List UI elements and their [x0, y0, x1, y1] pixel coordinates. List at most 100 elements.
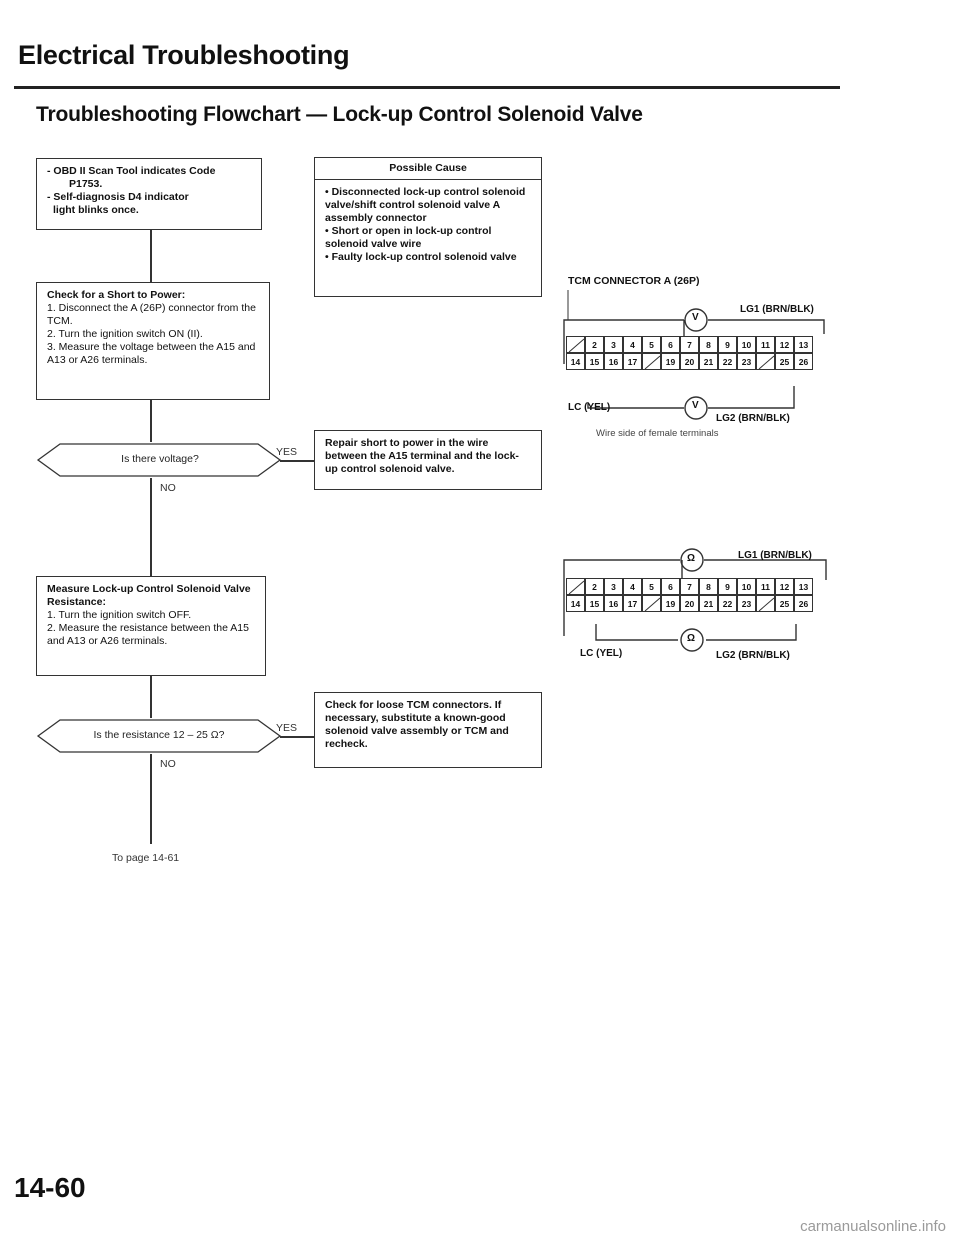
connector-1-pin: 8 [699, 336, 718, 353]
connector-1-pin: 25 [775, 353, 794, 370]
page-title: Electrical Troubleshooting [18, 40, 350, 70]
connector-2-pin: 8 [699, 578, 718, 595]
connector-1-pin: 11 [756, 336, 775, 353]
repair-text: Repair short to power in the wire betwee… [325, 437, 519, 475]
cause-item-2: • Short or open in lock-up control solen… [325, 225, 492, 250]
connector-1-pin: 22 [718, 353, 737, 370]
connector-1-pin: 17 [623, 353, 642, 370]
tcm-check-text: Check for loose TCM connectors. If neces… [325, 699, 509, 750]
connector-2-pin: 14 [566, 595, 585, 612]
repair-box: Repair short to power in the wire betwee… [314, 430, 542, 490]
connector-1-pin [756, 353, 775, 370]
connector-2-pin [642, 595, 661, 612]
connector-1-pin: 5 [642, 336, 661, 353]
connector-2-pin: 19 [661, 595, 680, 612]
connector-1-lg1: LG1 (BRN/BLK) [740, 304, 814, 315]
connector-2-pin: 5 [642, 578, 661, 595]
decision-1-text: Is there voltage? [121, 453, 199, 465]
connector-1-diagram [563, 290, 825, 420]
tcm-check-box: Check for loose TCM connectors. If neces… [314, 692, 542, 768]
connector-1-pin: 4 [623, 336, 642, 353]
connector-1-pin: 10 [737, 336, 756, 353]
connector-1-pin: 21 [699, 353, 718, 370]
connector-2-pin: 2 [585, 578, 604, 595]
possible-cause-heading: Possible Cause [315, 158, 541, 180]
connector-2-lg2: LG2 (BRN/BLK) [716, 650, 790, 661]
connector-1-pin: 23 [737, 353, 756, 370]
connector-1-meter-2: V [692, 400, 699, 411]
connector-2-pin [566, 578, 585, 595]
decision-1-yes: YES [276, 446, 298, 458]
short-check-title: Check for a Short to Power: [47, 289, 186, 301]
decision-2-yes-line [280, 736, 314, 738]
connector-2-lc: LC (YEL) [580, 648, 623, 659]
connector-1-pin: 20 [680, 353, 699, 370]
connector-1-pin: 13 [794, 336, 813, 353]
connector-2-pin: 4 [623, 578, 642, 595]
page-subtitle: Troubleshooting Flowchart — Lock-up Cont… [36, 103, 643, 126]
connector-2-pin: 11 [756, 578, 775, 595]
start-line-1: - OBD II Scan Tool indicates Code [47, 165, 216, 177]
connector-2-pin: 12 [775, 578, 794, 595]
flow-line-2 [150, 400, 152, 442]
connector-2-pin: 3 [604, 578, 623, 595]
connector-2-pin: 16 [604, 595, 623, 612]
connector-2-pin: 21 [699, 595, 718, 612]
connector-1-lc: LC (YEL) [568, 402, 611, 413]
decision-1-yes-line [280, 460, 314, 462]
possible-cause-box: Possible Cause • Disconnected lock-up co… [314, 157, 542, 297]
connector-2-pin: 7 [680, 578, 699, 595]
page-number: 14-60 [14, 1172, 86, 1203]
short-check-box: Check for a Short to Power: 1. Disconnec… [36, 282, 270, 400]
connector-1-meter: V [692, 312, 699, 323]
connector-2-pin: 9 [718, 578, 737, 595]
connector-1-pin: 3 [604, 336, 623, 353]
flow-line-4 [150, 676, 152, 718]
decision-2-no: NO [160, 758, 176, 770]
connector-1-pin: 6 [661, 336, 680, 353]
resistance-check-box: Measure Lock-up Control Solenoid Valve R… [36, 576, 266, 676]
connector-2-meter: Ω [687, 553, 696, 564]
connector-2-pin: 23 [737, 595, 756, 612]
decision-2-yes: YES [276, 722, 298, 734]
connector-1-pin: 26 [794, 353, 813, 370]
connector-1-caption: Wire side of female terminals [596, 428, 719, 439]
decision-1-no: NO [160, 482, 176, 494]
connector-2-pin: 15 [585, 595, 604, 612]
connector-1-pin [642, 353, 661, 370]
start-line-2: P1753. [69, 178, 103, 190]
connector-1-lg2: LG2 (BRN/BLK) [716, 413, 790, 424]
connector-1-pin: 12 [775, 336, 794, 353]
to-page-label: To page 14-61 [112, 852, 180, 864]
resistance-check-title: Measure Lock-up Control Solenoid Valve R… [47, 583, 251, 608]
connector-1-pin: 14 [566, 353, 585, 370]
connector-2-pin: 20 [680, 595, 699, 612]
resistance-step-2: 2. Measure the resistance between the A1… [47, 622, 249, 647]
connector-1-pin [566, 336, 585, 353]
connector-2-diagram [563, 548, 827, 652]
title-rule [14, 86, 840, 89]
connector-1-title: TCM CONNECTOR A (26P) [568, 275, 700, 287]
cause-item-1: • Disconnected lock-up control solenoid … [325, 186, 526, 224]
connector-2-pin: 25 [775, 595, 794, 612]
connector-1-pin: 9 [718, 336, 737, 353]
start-line-3: - Self-diagnosis D4 indicator [47, 191, 189, 203]
connector-2-pin: 17 [623, 595, 642, 612]
connector-1-pin: 2 [585, 336, 604, 353]
connector-1-pin: 16 [604, 353, 623, 370]
flow-line-1 [150, 230, 152, 282]
flow-line-3 [150, 478, 152, 576]
connector-2-pin: 6 [661, 578, 680, 595]
connector-1-pin: 15 [585, 353, 604, 370]
start-line-4: light blinks once. [53, 204, 139, 216]
short-check-step-1: 1. Disconnect the A (26P) connector from… [47, 302, 256, 327]
connector-2-pin: 10 [737, 578, 756, 595]
connector-2-pin: 13 [794, 578, 813, 595]
connector-1-pin: 7 [680, 336, 699, 353]
decision-2-text: Is the resistance 12 – 25 Ω? [93, 729, 225, 741]
connector-2-lg1: LG1 (BRN/BLK) [738, 550, 812, 561]
short-check-step-2: 2. Turn the ignition switch ON (II). [47, 328, 203, 340]
short-check-step-3: 3. Measure the voltage between the A15 a… [47, 341, 256, 366]
cause-item-3: • Faulty lock-up control solenoid valve [325, 251, 517, 263]
connector-2-pin: 22 [718, 595, 737, 612]
